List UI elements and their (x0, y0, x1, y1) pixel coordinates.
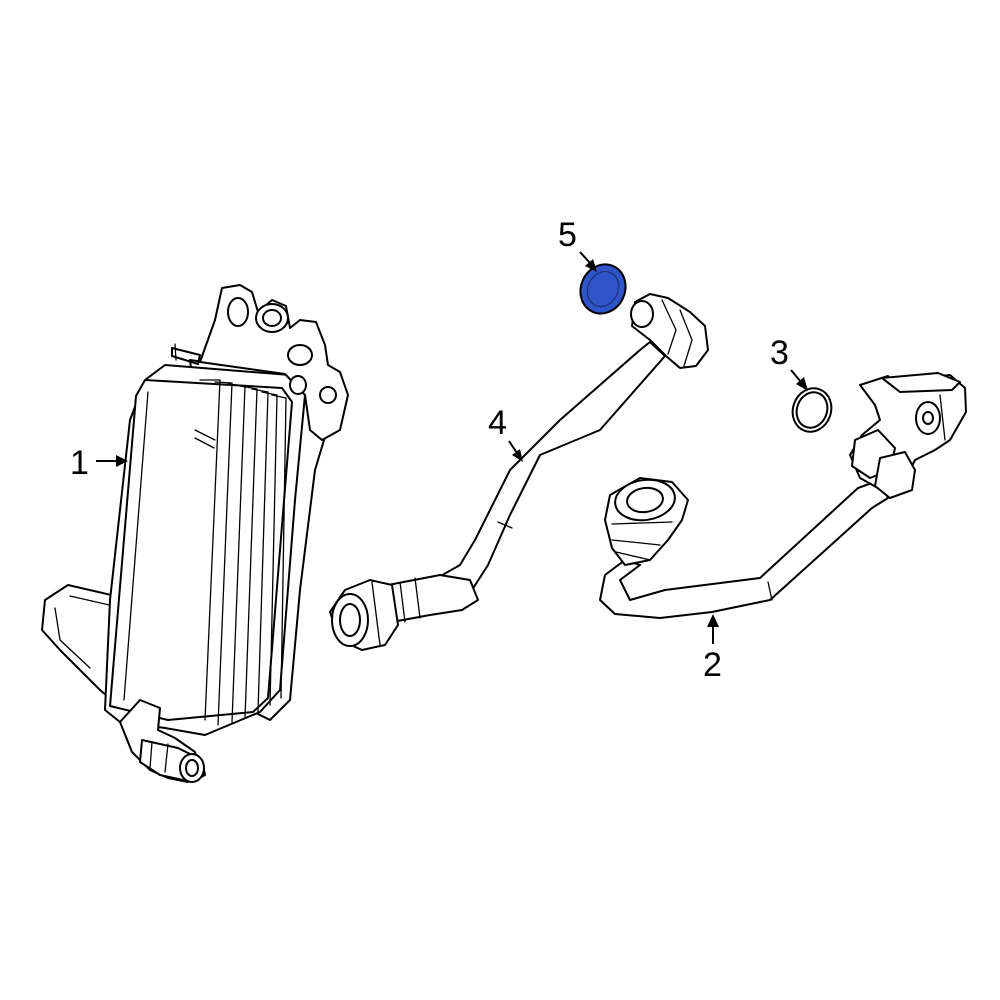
part-1-oil-cooler[interactable] (41, 284, 349, 783)
callout-4: 4 (488, 404, 523, 462)
part-3-o-ring[interactable] (787, 383, 838, 437)
callout-5: 5 (558, 216, 597, 272)
part-4-cooler-hose[interactable] (329, 293, 709, 651)
callout-1-label: 1 (70, 444, 89, 482)
callout-2-label: 2 (703, 646, 722, 684)
callout-3-label: 3 (770, 334, 789, 372)
callout-5-label: 5 (558, 216, 577, 254)
callout-1: 1 (70, 444, 128, 482)
part-5-seal[interactable] (572, 257, 633, 321)
callout-2: 2 (703, 614, 722, 684)
callout-3: 3 (770, 334, 808, 391)
part-2-cooler-hose[interactable] (599, 372, 967, 619)
callout-4-label: 4 (488, 404, 507, 442)
